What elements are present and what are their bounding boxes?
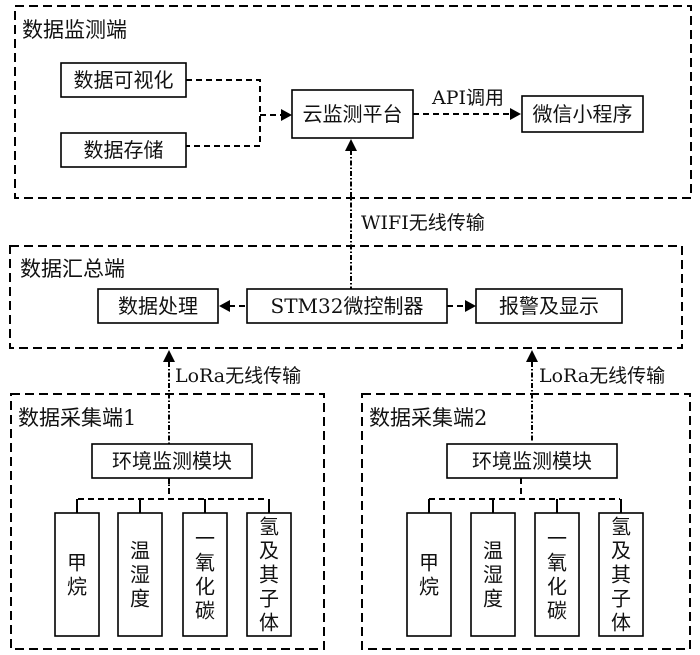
sensor-label-char: 一 [547,527,567,551]
sensor-label-char: 烷 [67,575,87,599]
collector-2-zone [361,393,691,650]
sensor-box-methane [54,512,100,637]
sensor-label-char: 氧 [547,551,567,575]
monitor-zone [14,5,692,199]
collector-1-zone [10,393,325,650]
sensor-label-char: 湿 [130,563,150,587]
sensor-box-methane [406,512,452,637]
stm32-label: STM32微控制器 [271,294,424,318]
env-module-1-box [91,443,253,479]
sensor-label-char: 氢 [259,515,279,539]
sensor-box-hydrogen-isotopes [246,512,292,637]
cloud-platform-label: 云监测平台 [303,102,403,126]
sensor-label-char: 温 [130,539,150,563]
sensor-label-char: 子 [259,587,279,611]
sensor-box-carbon-monoxide [534,512,580,637]
sensor-box-carbon-monoxide [182,512,228,637]
collector-1-title: 数据采集端1 [18,406,136,430]
collector-2-title: 数据采集端2 [369,406,487,430]
sensor-label-char: 甲 [67,551,87,575]
aggregator-zone [9,245,683,349]
sensor-label-char: 碳 [547,599,567,623]
sensor-label-char: 碳 [195,599,215,623]
arrow-to-wechat-icon [510,108,521,120]
sensor-label-char: 及 [611,539,631,563]
alarm-display-label: 报警及显示 [499,294,599,318]
lora-label-2: LoRa无线传输 [539,365,665,387]
arrow-to-alarm-icon [465,300,476,312]
sensor-label-char: 一 [195,527,215,551]
merge-connector [186,79,261,147]
sensor-label-char: 化 [547,575,567,599]
wifi-label: WIFI无线传输 [361,212,485,234]
monitor-zone-title: 数据监测端 [22,18,127,42]
sensor-label-char: 化 [195,575,215,599]
api-call-label: API调用 [431,87,504,109]
arrow-lora-1-icon [163,350,175,362]
sensor-label-char: 烷 [419,575,439,599]
arrow-to-cloud-icon [281,109,292,121]
sensor-label-char: 子 [611,587,631,611]
data-processing-box [97,288,219,324]
sensor-label-char: 甲 [419,551,439,575]
wechat-miniprogram-label: 微信小程序 [533,102,633,126]
sensor-label-char: 度 [130,587,150,611]
arrow-to-cloud-up-icon [345,139,357,151]
cloud-platform-box [291,89,414,139]
visualization-box [60,62,187,98]
env-module-1-label: 环境监测模块 [112,449,232,473]
stm32-box [246,288,448,324]
storage-label: 数据存储 [84,138,164,162]
aggregator-zone-title: 数据汇总端 [20,257,125,281]
sensor-box-hydrogen-isotopes [598,512,644,637]
storage-box [60,132,187,168]
sensor-label-char: 度 [483,587,503,611]
sensor-label-char: 湿 [483,563,503,587]
data-processing-label: 数据处理 [118,294,198,318]
sensor-label-char: 及 [259,539,279,563]
sensor-label-char: 其 [259,563,279,587]
sensor-label-char: 氧 [195,551,215,575]
lora-label-1: LoRa无线传输 [175,365,301,387]
sensor-label-char: 其 [611,563,631,587]
env-module-2-box [446,443,618,479]
sensor-label-char: 体 [259,611,279,635]
sensor-label-char: 温 [483,539,503,563]
arrow-lora-2-icon [526,350,538,362]
arrow-to-processing-icon [219,300,230,312]
wechat-miniprogram-box [521,95,644,133]
env-module-2-label: 环境监测模块 [472,449,592,473]
sensor-box-temp-humidity [117,512,163,637]
sensor-label-char: 氢 [611,515,631,539]
sensor-label-char: 体 [611,611,631,635]
visualization-label: 数据可视化 [74,68,174,92]
sensor-box-temp-humidity [470,512,516,637]
